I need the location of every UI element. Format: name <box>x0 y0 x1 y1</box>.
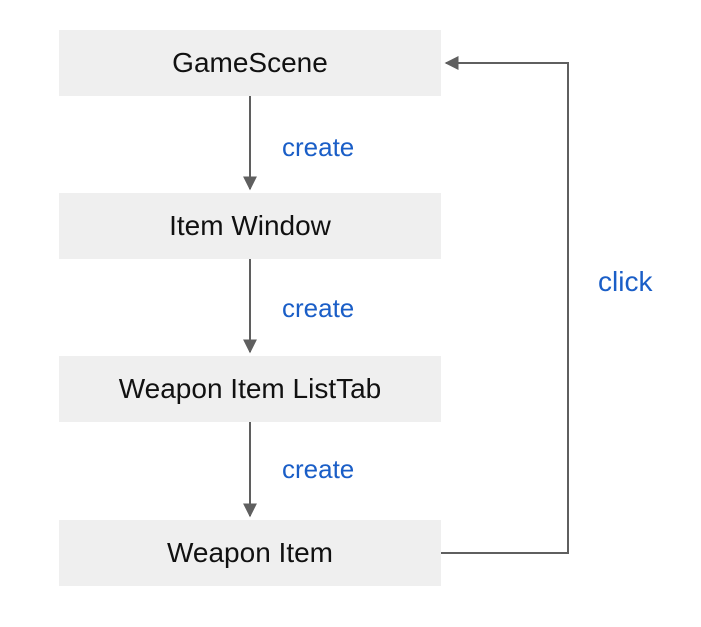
node-weapon-item-label: Weapon Item <box>166 537 334 568</box>
arrow-weapon-item-click-to-gamescene <box>441 56 569 554</box>
node-item-window-label: Item Window <box>169 210 331 241</box>
node-item-window: Item Window <box>59 193 441 259</box>
node-weapon-item: Weapon Item <box>59 520 441 586</box>
node-weapon-item-listtab: Weapon Item ListTab <box>59 356 441 422</box>
edge-label-click: click <box>598 266 653 297</box>
edge-label-create-3: create <box>282 454 355 484</box>
node-weapon-item-listtab-label: Weapon Item ListTab <box>118 373 382 404</box>
edge-label-create-1: create <box>282 132 355 162</box>
edge-label-create-2: create <box>282 293 355 323</box>
node-gamescene: GameScene <box>59 30 441 96</box>
node-gamescene-label: GameScene <box>172 47 328 78</box>
